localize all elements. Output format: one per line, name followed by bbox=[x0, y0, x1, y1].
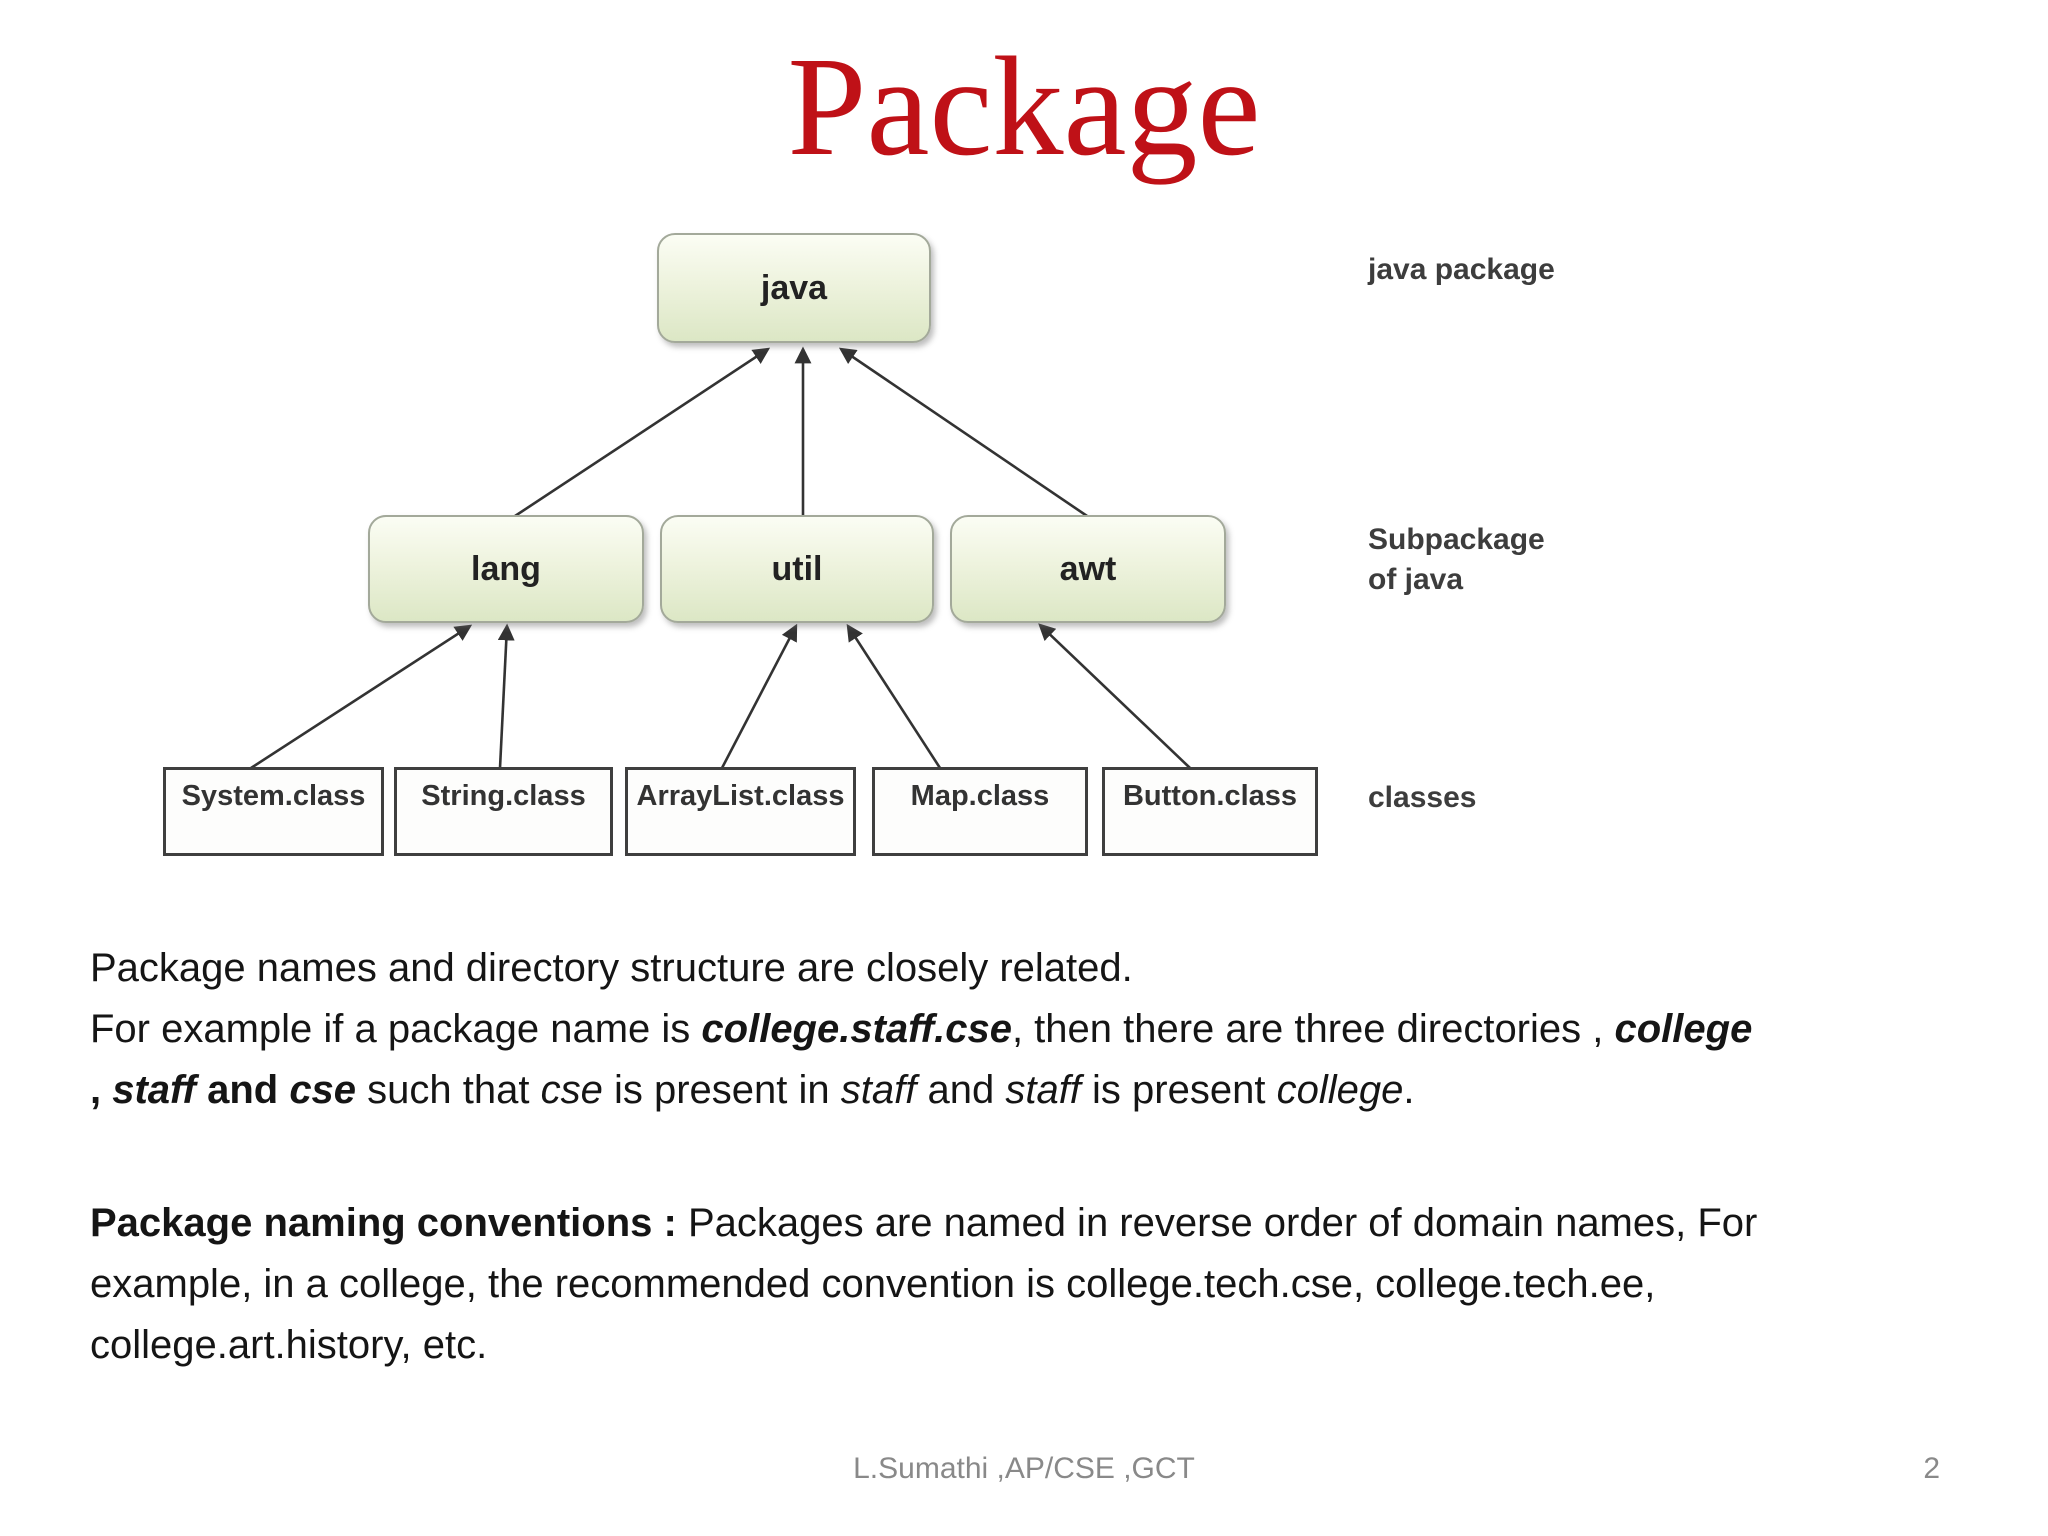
text-line: For example if a package name is college… bbox=[90, 999, 2008, 1060]
text-segment: , then there are three directories , bbox=[1011, 1007, 1615, 1051]
package-box-lang: lang bbox=[368, 515, 644, 623]
text-line: Package names and directory structure ar… bbox=[90, 938, 2008, 999]
text-segment: . bbox=[1403, 1068, 1415, 1112]
arrow-arraylist-to-util bbox=[720, 623, 798, 769]
footer-author: L.Sumathi ,AP/CSE ,GCT bbox=[853, 1452, 1195, 1485]
text-segment: such that bbox=[356, 1068, 541, 1112]
class-box-arraylist-label: ArrayList.class bbox=[636, 780, 845, 812]
text-segment: and bbox=[195, 1068, 290, 1112]
class-box-string-label: String.class bbox=[421, 780, 586, 812]
paragraph-directory-structure: Package names and directory structure ar… bbox=[90, 938, 2008, 1121]
arrow-map-to-util bbox=[846, 623, 942, 769]
class-box-system-label: System.class bbox=[181, 780, 366, 812]
paragraph-naming-conventions: Package naming conventions : Packages ar… bbox=[90, 1193, 2008, 1376]
text-segment: college bbox=[1276, 1068, 1404, 1112]
text-segment: For example if a package name is bbox=[90, 1007, 702, 1051]
class-box-button-label: Button.class bbox=[1122, 780, 1298, 812]
text-segment: college.art.history, etc. bbox=[90, 1323, 488, 1367]
text-segment: example, in a college, the recommended c… bbox=[90, 1262, 1656, 1306]
package-box-util-label: util bbox=[771, 549, 823, 588]
text-segment: Packages are named in reverse order of d… bbox=[687, 1201, 1758, 1245]
annotation-subpackage: Subpackage of java bbox=[1368, 520, 1545, 600]
text-segment: Package names and directory structure ar… bbox=[90, 946, 1133, 990]
text-segment: , bbox=[90, 1068, 113, 1112]
annotation-java-package: java package bbox=[1368, 253, 1555, 286]
text-segment: is present in bbox=[602, 1068, 841, 1112]
text-line: Package naming conventions : Packages ar… bbox=[90, 1193, 2008, 1254]
class-box-button: Button.class bbox=[1102, 767, 1318, 856]
annotation-classes: classes bbox=[1368, 781, 1477, 814]
text-segment: is present bbox=[1080, 1068, 1277, 1112]
text-segment: staff bbox=[112, 1068, 196, 1112]
class-box-map: Map.class bbox=[872, 767, 1088, 856]
text-segment: Package naming conventions : bbox=[90, 1201, 688, 1245]
text-segment: cse bbox=[289, 1068, 357, 1112]
package-box-util: util bbox=[660, 515, 934, 623]
package-box-java: java bbox=[657, 233, 931, 343]
arrow-button-to-awt bbox=[1038, 623, 1191, 769]
text-segment: staff bbox=[1005, 1068, 1081, 1112]
text-segment: cse bbox=[540, 1068, 603, 1112]
text-segment: and bbox=[916, 1068, 1006, 1112]
class-box-arraylist: ArrayList.class bbox=[625, 767, 856, 856]
arrow-system-to-lang bbox=[250, 624, 473, 770]
package-box-awt-label: awt bbox=[1059, 549, 1117, 588]
arrow-string-to-lang bbox=[497, 623, 515, 769]
arrow-awt-to-java bbox=[838, 347, 1091, 520]
page-title: Package bbox=[787, 27, 1261, 185]
package-box-java-label: java bbox=[760, 268, 828, 307]
class-box-string: String.class bbox=[394, 767, 613, 856]
class-box-map-label: Map.class bbox=[910, 780, 1050, 812]
package-box-lang-label: lang bbox=[471, 549, 541, 588]
text-segment: staff bbox=[840, 1068, 917, 1112]
package-box-awt: awt bbox=[950, 515, 1226, 623]
class-box-system: System.class bbox=[163, 767, 384, 856]
text-segment: college bbox=[1614, 1007, 1753, 1051]
annotation-subpackage-line1: Subpackage bbox=[1368, 523, 1545, 556]
footer-page-number: 2 bbox=[1923, 1452, 1940, 1485]
text-segment: college.staff.cse bbox=[701, 1007, 1012, 1051]
text-line: , staff and cse such that cse is present… bbox=[90, 1060, 2008, 1121]
text-line: example, in a college, the recommended c… bbox=[90, 1254, 2008, 1315]
annotation-subpackage-line2: of java bbox=[1368, 563, 1464, 596]
arrow-lang-to-java bbox=[511, 347, 771, 520]
text-line: college.art.history, etc. bbox=[90, 1315, 2008, 1376]
